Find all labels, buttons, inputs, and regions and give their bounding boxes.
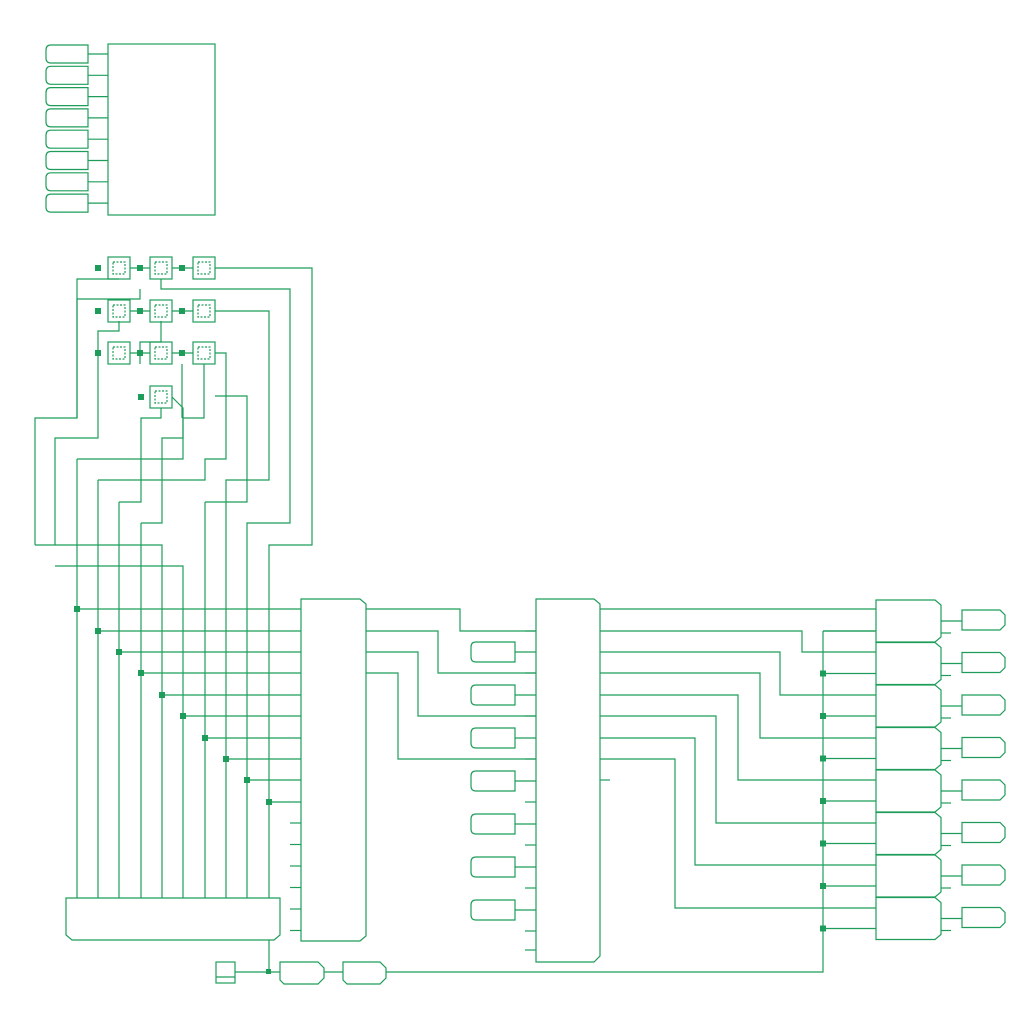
route	[366, 608, 536, 632]
output-pin	[961, 821, 1006, 844]
input-pin	[45, 172, 89, 192]
switch-indicator	[197, 346, 211, 360]
output-pin	[961, 694, 1006, 716]
junction	[179, 350, 185, 356]
input-pin	[470, 684, 516, 706]
switch-indicator	[154, 346, 168, 360]
route	[600, 737, 876, 866]
bottom-bus-block	[65, 897, 281, 941]
middle-input-pins	[470, 630, 610, 951]
junction	[179, 308, 185, 314]
top-block	[107, 43, 216, 216]
junction	[95, 308, 101, 314]
route	[600, 694, 876, 781]
middle-main-block	[535, 598, 601, 963]
output-pin	[961, 651, 1006, 674]
input-pin	[45, 44, 89, 64]
bottom-gate-wiring	[235, 631, 824, 974]
bottom-gate-1	[279, 961, 325, 985]
junction	[137, 265, 143, 271]
right-block	[875, 896, 942, 941]
input-pin	[45, 65, 89, 85]
route	[139, 321, 162, 364]
input-pin	[470, 727, 516, 749]
route	[366, 651, 536, 717]
route	[366, 672, 536, 760]
toggle-switch	[149, 299, 173, 323]
input-pin	[470, 813, 516, 835]
clock-source	[215, 961, 236, 984]
input-pin	[45, 150, 89, 171]
output-pin	[961, 864, 1006, 886]
right-block-stack	[820, 599, 1006, 941]
junction	[137, 308, 143, 314]
route	[600, 715, 876, 824]
toggle-switch	[192, 299, 216, 323]
toggle-switch	[149, 256, 173, 280]
left-main-block	[300, 598, 367, 942]
right-block	[875, 726, 942, 771]
route	[215, 267, 313, 802]
toggle-switch	[107, 256, 131, 280]
right-block	[875, 769, 942, 813]
switch-indicator	[197, 261, 211, 275]
switch-indicator	[154, 304, 168, 318]
toggle-switch	[149, 341, 173, 365]
input-pin	[470, 899, 516, 921]
route	[600, 651, 876, 696]
route	[97, 321, 120, 353]
toggle-switch	[107, 341, 131, 365]
switch-indicator	[197, 304, 211, 318]
switch-wiring	[34, 267, 313, 932]
output-pin	[961, 779, 1006, 801]
route	[215, 310, 270, 545]
block-wiring	[366, 608, 876, 909]
right-block	[875, 811, 942, 856]
input-pin	[470, 770, 516, 792]
route	[35, 544, 163, 566]
switch-indicator	[112, 346, 126, 360]
input-pin	[45, 193, 89, 213]
right-block	[875, 599, 942, 643]
toggle-switch	[192, 341, 216, 365]
switch-indicator	[154, 390, 168, 404]
input-pin	[45, 87, 89, 107]
toggle-switch	[149, 385, 173, 409]
top-input-pins	[45, 44, 108, 213]
switch-indicator	[112, 304, 126, 318]
right-block	[875, 854, 942, 898]
junction	[95, 265, 101, 271]
route	[366, 630, 536, 674]
output-pin	[961, 736, 1006, 759]
input-pin	[470, 641, 516, 663]
route	[119, 408, 162, 503]
input-pin	[45, 129, 89, 149]
route	[600, 672, 876, 739]
junction	[138, 394, 144, 400]
right-block	[875, 641, 942, 686]
route	[600, 630, 876, 653]
right-block	[875, 684, 942, 728]
toggle-switch-grid	[95, 256, 216, 409]
route	[76, 289, 141, 418]
route	[55, 565, 184, 588]
input-pin	[45, 108, 89, 128]
route	[600, 758, 876, 909]
route	[98, 352, 227, 481]
switch-indicator	[154, 261, 168, 275]
route	[141, 396, 184, 524]
switch-indicator	[112, 261, 126, 275]
route	[160, 279, 291, 780]
toggle-switch	[107, 299, 131, 323]
bottom-gate-2	[342, 961, 387, 985]
output-pin	[961, 609, 1006, 631]
route	[54, 353, 99, 545]
output-pin	[961, 906, 1006, 929]
input-pin	[470, 856, 516, 878]
toggle-switch	[192, 256, 216, 280]
junction	[179, 265, 185, 271]
